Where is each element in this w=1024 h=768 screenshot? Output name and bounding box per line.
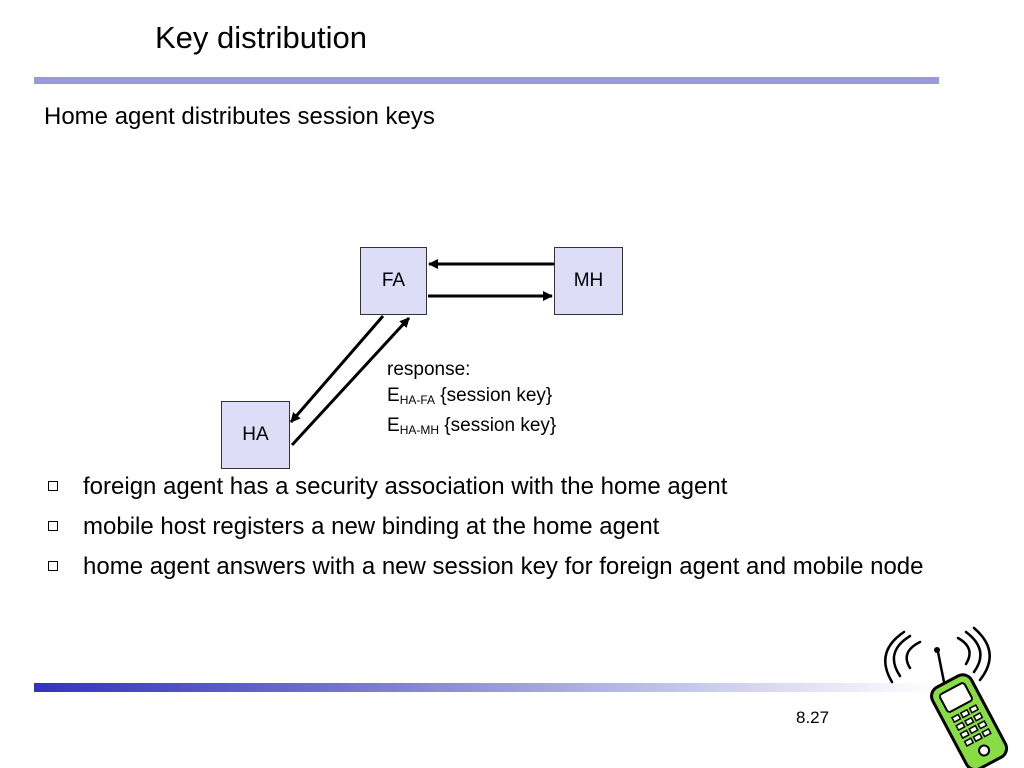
node-foreign-agent: FA	[360, 247, 427, 315]
slide-title: Key distribution	[155, 20, 367, 55]
response-line2-sub: HA-MH	[399, 423, 440, 437]
response-line2-text: {session key}	[439, 415, 557, 436]
response-label: response:	[387, 359, 471, 380]
response-line1-base: E	[387, 385, 400, 406]
bullet-list: foreign agent has a security association…	[44, 470, 924, 590]
node-home-agent: HA	[221, 401, 290, 469]
slide-subtitle: Home agent distributes session keys	[44, 103, 435, 130]
response-line-ha-fa: EHA-FA {session key}	[387, 383, 556, 413]
response-line-ha-mh: EHA-MH {session key}	[387, 413, 556, 443]
response-line1-sub: HA-FA	[399, 393, 436, 407]
bullet-item: home agent answers with a new session ke…	[44, 550, 924, 584]
response-line2-base: E	[387, 415, 400, 436]
top-rule	[34, 77, 939, 84]
arrow-fa-to-ha	[289, 315, 385, 423]
response-line1-text: {session key}	[435, 385, 553, 406]
bullet-text: home agent answers with a new session ke…	[83, 553, 924, 580]
bullet-item: foreign agent has a security association…	[44, 470, 924, 504]
node-mobile-host: MH	[554, 247, 623, 315]
square-bullet-icon	[48, 521, 58, 531]
bullet-item: mobile host registers a new binding at t…	[44, 510, 924, 544]
mobile-phone-icon	[884, 626, 1009, 768]
page-number: 8.27	[796, 708, 830, 727]
response-annotation: response: EHA-FA {session key} EHA-MH {s…	[387, 357, 556, 443]
bullet-text: mobile host registers a new binding at t…	[83, 513, 660, 540]
square-bullet-icon	[48, 561, 58, 571]
bottom-rule	[34, 683, 939, 692]
bullet-text: foreign agent has a security association…	[83, 473, 728, 500]
square-bullet-icon	[48, 481, 58, 491]
